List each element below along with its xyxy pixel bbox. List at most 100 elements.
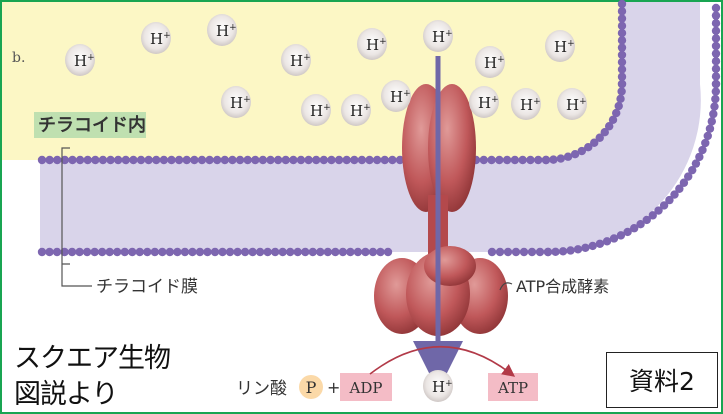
lipid-head <box>53 248 61 256</box>
lipid-head <box>503 156 511 164</box>
lipid-head <box>241 248 249 256</box>
lipid-head <box>113 248 121 256</box>
lipid-head <box>53 156 61 164</box>
lipid-head <box>289 156 297 164</box>
adp-label: ADP <box>349 379 383 397</box>
lipid-head <box>309 248 317 256</box>
lipid-head <box>618 65 626 73</box>
proton: H+ <box>557 88 587 120</box>
lipid-head <box>158 248 166 256</box>
lipid-head <box>706 124 714 132</box>
lipid-head <box>90 248 98 256</box>
lipid-head <box>618 80 626 88</box>
lipid-head <box>278 248 286 256</box>
lipid-head <box>536 248 544 256</box>
atp-label: ATP <box>497 379 528 397</box>
lipid-head <box>528 248 536 256</box>
lipid-head <box>294 248 302 256</box>
phosphate-symbol: P <box>306 378 317 397</box>
lipid-head <box>712 87 720 95</box>
lipid-head <box>615 102 623 110</box>
lipid-head <box>704 132 712 140</box>
lipid-head <box>122 156 130 164</box>
lipid-head <box>105 248 113 256</box>
lipid-head <box>228 156 236 164</box>
lipid-head <box>701 139 709 147</box>
lipid-head <box>301 248 309 256</box>
lipid-head <box>618 36 626 44</box>
lipid-head <box>316 248 324 256</box>
proton: H+ <box>545 30 575 62</box>
lipid-head <box>205 156 213 164</box>
lipid-head <box>581 244 589 252</box>
lipid-head <box>137 156 145 164</box>
lipid-head <box>136 248 144 256</box>
proton: H+ <box>141 22 171 54</box>
lipid-head <box>304 156 312 164</box>
lipid-head <box>335 156 343 164</box>
lipid-head <box>38 248 46 256</box>
lipid-head <box>617 87 625 95</box>
lipid-head <box>251 156 259 164</box>
lipid-head <box>167 156 175 164</box>
proton: H+ <box>423 370 453 402</box>
lipid-head <box>712 19 720 27</box>
lipid-head <box>233 248 241 256</box>
lipid-head <box>557 154 565 162</box>
lipid-head <box>618 43 626 51</box>
lipid-head <box>121 248 129 256</box>
lipid-head <box>712 4 720 12</box>
proton: H+ <box>511 88 541 120</box>
lipid-head <box>495 156 503 164</box>
proton: H+ <box>65 44 95 76</box>
lipid-head <box>358 156 366 164</box>
lipid-head <box>346 248 354 256</box>
lipid-head <box>616 95 624 103</box>
lumen-label: チラコイド内 <box>38 114 146 136</box>
lipid-head <box>566 246 574 254</box>
lipid-head <box>712 34 720 42</box>
membrane-label: チラコイド膜 <box>96 277 198 297</box>
proton: H+ <box>221 86 251 118</box>
lipid-head <box>488 248 496 256</box>
lipid-head <box>588 242 596 250</box>
lipid-head <box>710 102 718 110</box>
lipid-head <box>339 248 347 256</box>
lipid-head <box>381 156 389 164</box>
lipid-head <box>166 248 174 256</box>
lipid-head <box>618 14 626 22</box>
lipid-head <box>712 49 720 57</box>
lipid-head <box>534 156 542 164</box>
lipid-head <box>173 248 181 256</box>
proton: H+ <box>207 14 237 46</box>
lipid-head <box>188 248 196 256</box>
lipid-head <box>175 156 183 164</box>
lipid-head <box>712 65 720 73</box>
source-credit-line1: スクエア生物 <box>14 336 170 375</box>
lipid-head <box>712 42 720 50</box>
lipid-head <box>271 248 279 256</box>
lipid-head <box>708 117 716 125</box>
lipid-head <box>263 248 271 256</box>
proton: H+ <box>423 20 453 52</box>
lipid-head <box>512 248 520 256</box>
source-credit-line2: 図説より <box>14 372 117 411</box>
lipid-head <box>596 240 604 248</box>
lipid-head <box>75 248 83 256</box>
proton: H+ <box>469 86 499 118</box>
lipid-head <box>68 248 76 256</box>
lipid-head <box>203 248 211 256</box>
lipid-head <box>248 248 256 256</box>
synthase-channel-right <box>428 84 476 212</box>
lipid-head <box>618 0 626 8</box>
lipid-head <box>361 248 369 256</box>
lipid-head <box>144 156 152 164</box>
lipid-head <box>331 248 339 256</box>
lipid-head <box>213 156 221 164</box>
lipid-head <box>83 248 91 256</box>
proton: H+ <box>381 80 411 112</box>
lipid-head <box>256 248 264 256</box>
proton: H+ <box>357 28 387 60</box>
phosphate-label: リン酸 <box>236 379 287 399</box>
